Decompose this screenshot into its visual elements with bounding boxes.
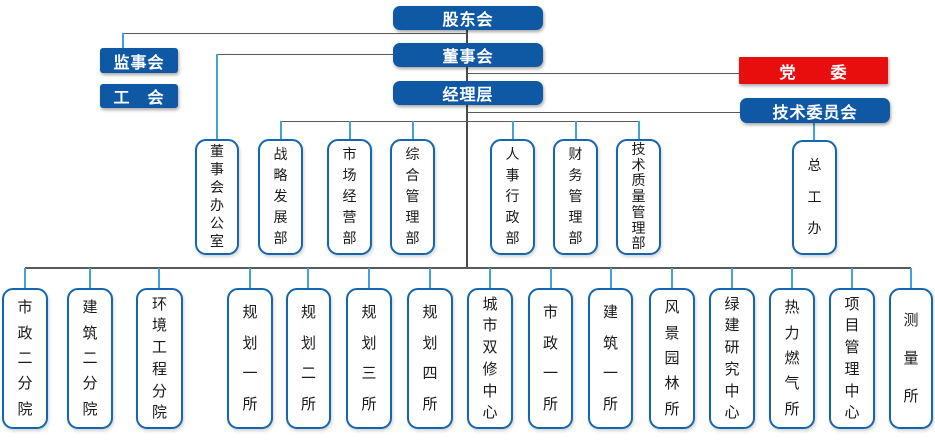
unit-box-green-building-research-center: 绿建研究中心 <box>709 288 755 429</box>
connector-shareholders-board <box>466 30 468 43</box>
unit-box-planning-4: 规划四所 <box>407 288 453 429</box>
connector-tech-committee-horizontal <box>467 112 740 113</box>
connector-party-horizontal <box>467 73 739 74</box>
dept-label: 综合管理部 <box>405 147 420 247</box>
unit-label: 风景园林所 <box>664 298 680 418</box>
unit-label: 城市双修中心 <box>482 294 498 422</box>
dept-label: 财务管理部 <box>568 147 583 247</box>
unit-label: 热力燃气所 <box>784 298 800 418</box>
connector-drop <box>910 268 912 288</box>
unit-box-planning-2: 规划二所 <box>286 288 331 429</box>
connector-drop <box>489 268 491 288</box>
management-label: 经理层 <box>442 85 494 104</box>
unit-box-municipal-branch-2: 市政二分院 <box>2 288 48 429</box>
tech-committee-box: 技术委员会 <box>740 98 890 123</box>
dept-label: 战略发展部 <box>273 147 288 247</box>
connector-drop <box>512 121 514 139</box>
shareholders-label: 股东会 <box>442 10 494 29</box>
connector-board-management <box>466 67 468 81</box>
dept-box-chief-engineer-office: 总工办 <box>792 140 837 255</box>
dept-label: 董事会办公室 <box>210 144 224 250</box>
union-box: 工 会 <box>100 84 178 108</box>
connector-drop <box>731 268 733 288</box>
unit-box-survey: 测量所 <box>889 288 933 429</box>
dept-box-finance-management: 财务管理部 <box>553 139 598 255</box>
unit-box-environment-engineering-branch: 环境工程分院 <box>136 288 183 429</box>
connector-drop <box>249 268 251 288</box>
connector-supervisory-drop <box>122 33 124 48</box>
connector-board-office-horizontal <box>217 54 393 55</box>
unit-box-architecture-branch-2: 建筑二分院 <box>67 288 113 429</box>
unit-label: 建筑二分院 <box>82 298 98 418</box>
unit-label: 规划三所 <box>361 303 377 413</box>
connector-drop <box>575 121 577 139</box>
connector-drop <box>89 268 91 288</box>
dept-label: 总工办 <box>807 158 822 237</box>
connector-drop <box>349 121 351 139</box>
board-box: 董事会 <box>393 43 543 67</box>
supervisory-label: 监事会 <box>113 52 165 72</box>
dept-label: 技术质量管理部 <box>631 141 646 253</box>
party-committee-label: 党 委 <box>779 62 848 82</box>
unit-box-planning-1: 规划一所 <box>227 288 273 429</box>
unit-label: 建筑一所 <box>602 303 618 413</box>
board-label: 董事会 <box>442 47 494 66</box>
unit-box-heat-gas: 热力燃气所 <box>769 288 815 429</box>
tech-committee-label: 技术委员会 <box>772 102 858 122</box>
connector-drop <box>280 121 282 139</box>
connector-drop <box>158 268 160 288</box>
connector-drop <box>307 268 309 288</box>
unit-label: 市政一所 <box>542 303 558 413</box>
dept-box-board-office: 董事会办公室 <box>195 139 239 255</box>
unit-label: 绿建研究中心 <box>724 294 740 422</box>
connector-drop <box>610 268 612 288</box>
connector-drop <box>638 121 640 139</box>
connector-drop <box>851 268 853 288</box>
connector-supervisory-horizontal <box>123 33 467 34</box>
unit-box-project-management-center: 项目管理中心 <box>829 288 875 429</box>
connector-chief-engineer-drop <box>813 123 815 140</box>
unit-label: 市政二分院 <box>17 298 33 418</box>
connector-middle-row-horizontal <box>281 121 640 122</box>
unit-label: 项目管理中心 <box>844 294 860 422</box>
supervisory-box: 监事会 <box>100 48 178 73</box>
dept-label: 市场经营部 <box>342 147 357 247</box>
connector-management-bottom-spine <box>466 105 468 268</box>
dept-box-general-management: 综合管理部 <box>390 139 435 255</box>
connector-drop <box>412 121 414 139</box>
connector-bottom-row-horizontal <box>25 267 911 269</box>
union-label: 工 会 <box>113 88 165 107</box>
unit-label: 规划一所 <box>242 303 258 413</box>
unit-box-architecture-1: 建筑一所 <box>588 288 633 429</box>
connector-board-office-drop <box>216 54 218 139</box>
connector-drop <box>368 268 370 288</box>
unit-label: 规划二所 <box>300 303 316 413</box>
unit-box-urban-renewal-center: 城市双修中心 <box>467 288 513 429</box>
management-box: 经理层 <box>393 81 543 105</box>
connector-drop <box>550 268 552 288</box>
dept-box-market-operations: 市场经营部 <box>327 139 372 255</box>
unit-label: 环境工程分院 <box>151 294 167 422</box>
dept-box-hr-administration: 人事行政部 <box>490 139 535 255</box>
unit-label: 测量所 <box>903 311 919 405</box>
party-committee-box: 党 委 <box>739 57 888 84</box>
connector-drop <box>671 268 673 288</box>
unit-label: 规划四所 <box>422 303 438 413</box>
connector-drop <box>791 268 793 288</box>
connector-drop <box>429 268 431 288</box>
dept-label: 人事行政部 <box>505 147 520 247</box>
unit-box-municipal-1: 市政一所 <box>528 288 573 429</box>
unit-box-landscape: 风景园林所 <box>649 288 695 429</box>
connector-drop <box>24 268 26 288</box>
dept-box-tech-quality: 技术质量管理部 <box>616 139 661 255</box>
shareholders-box: 股东会 <box>393 6 543 30</box>
dept-box-strategy-development: 战略发展部 <box>258 139 303 255</box>
unit-box-planning-3: 规划三所 <box>346 288 392 429</box>
